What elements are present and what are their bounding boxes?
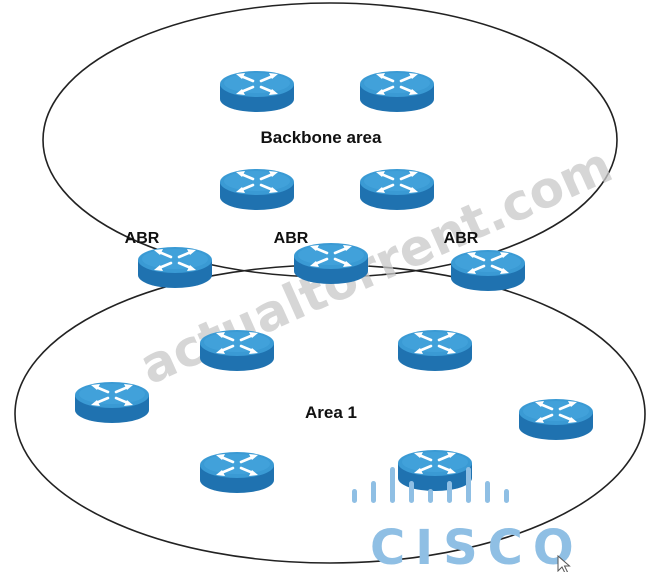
router-icon: [358, 167, 436, 212]
router-icon: [198, 328, 276, 373]
abr-router-icon: [136, 245, 214, 290]
cisco-logo: CISCO: [352, 467, 584, 572]
abr-label: ABR: [125, 230, 160, 247]
cisco-logo-text: CISCO: [370, 520, 584, 572]
router-icon: [218, 167, 296, 212]
abr-router-icon: [292, 241, 370, 286]
router-icon: [517, 397, 595, 442]
router-icon: [218, 69, 296, 114]
router-icon: [73, 380, 151, 425]
router-icon: [396, 328, 474, 373]
router-icon: [358, 69, 436, 114]
router-icon: [198, 450, 276, 495]
cisco-logo-bars: [352, 467, 509, 503]
area1-label: Area 1: [305, 403, 357, 422]
backbone-area-label: Backbone area: [261, 128, 382, 147]
abr-router-icon: [449, 248, 527, 293]
abr-label: ABR: [274, 230, 309, 247]
cursor-arrow-icon: [557, 554, 571, 572]
abr-label: ABR: [444, 230, 479, 247]
